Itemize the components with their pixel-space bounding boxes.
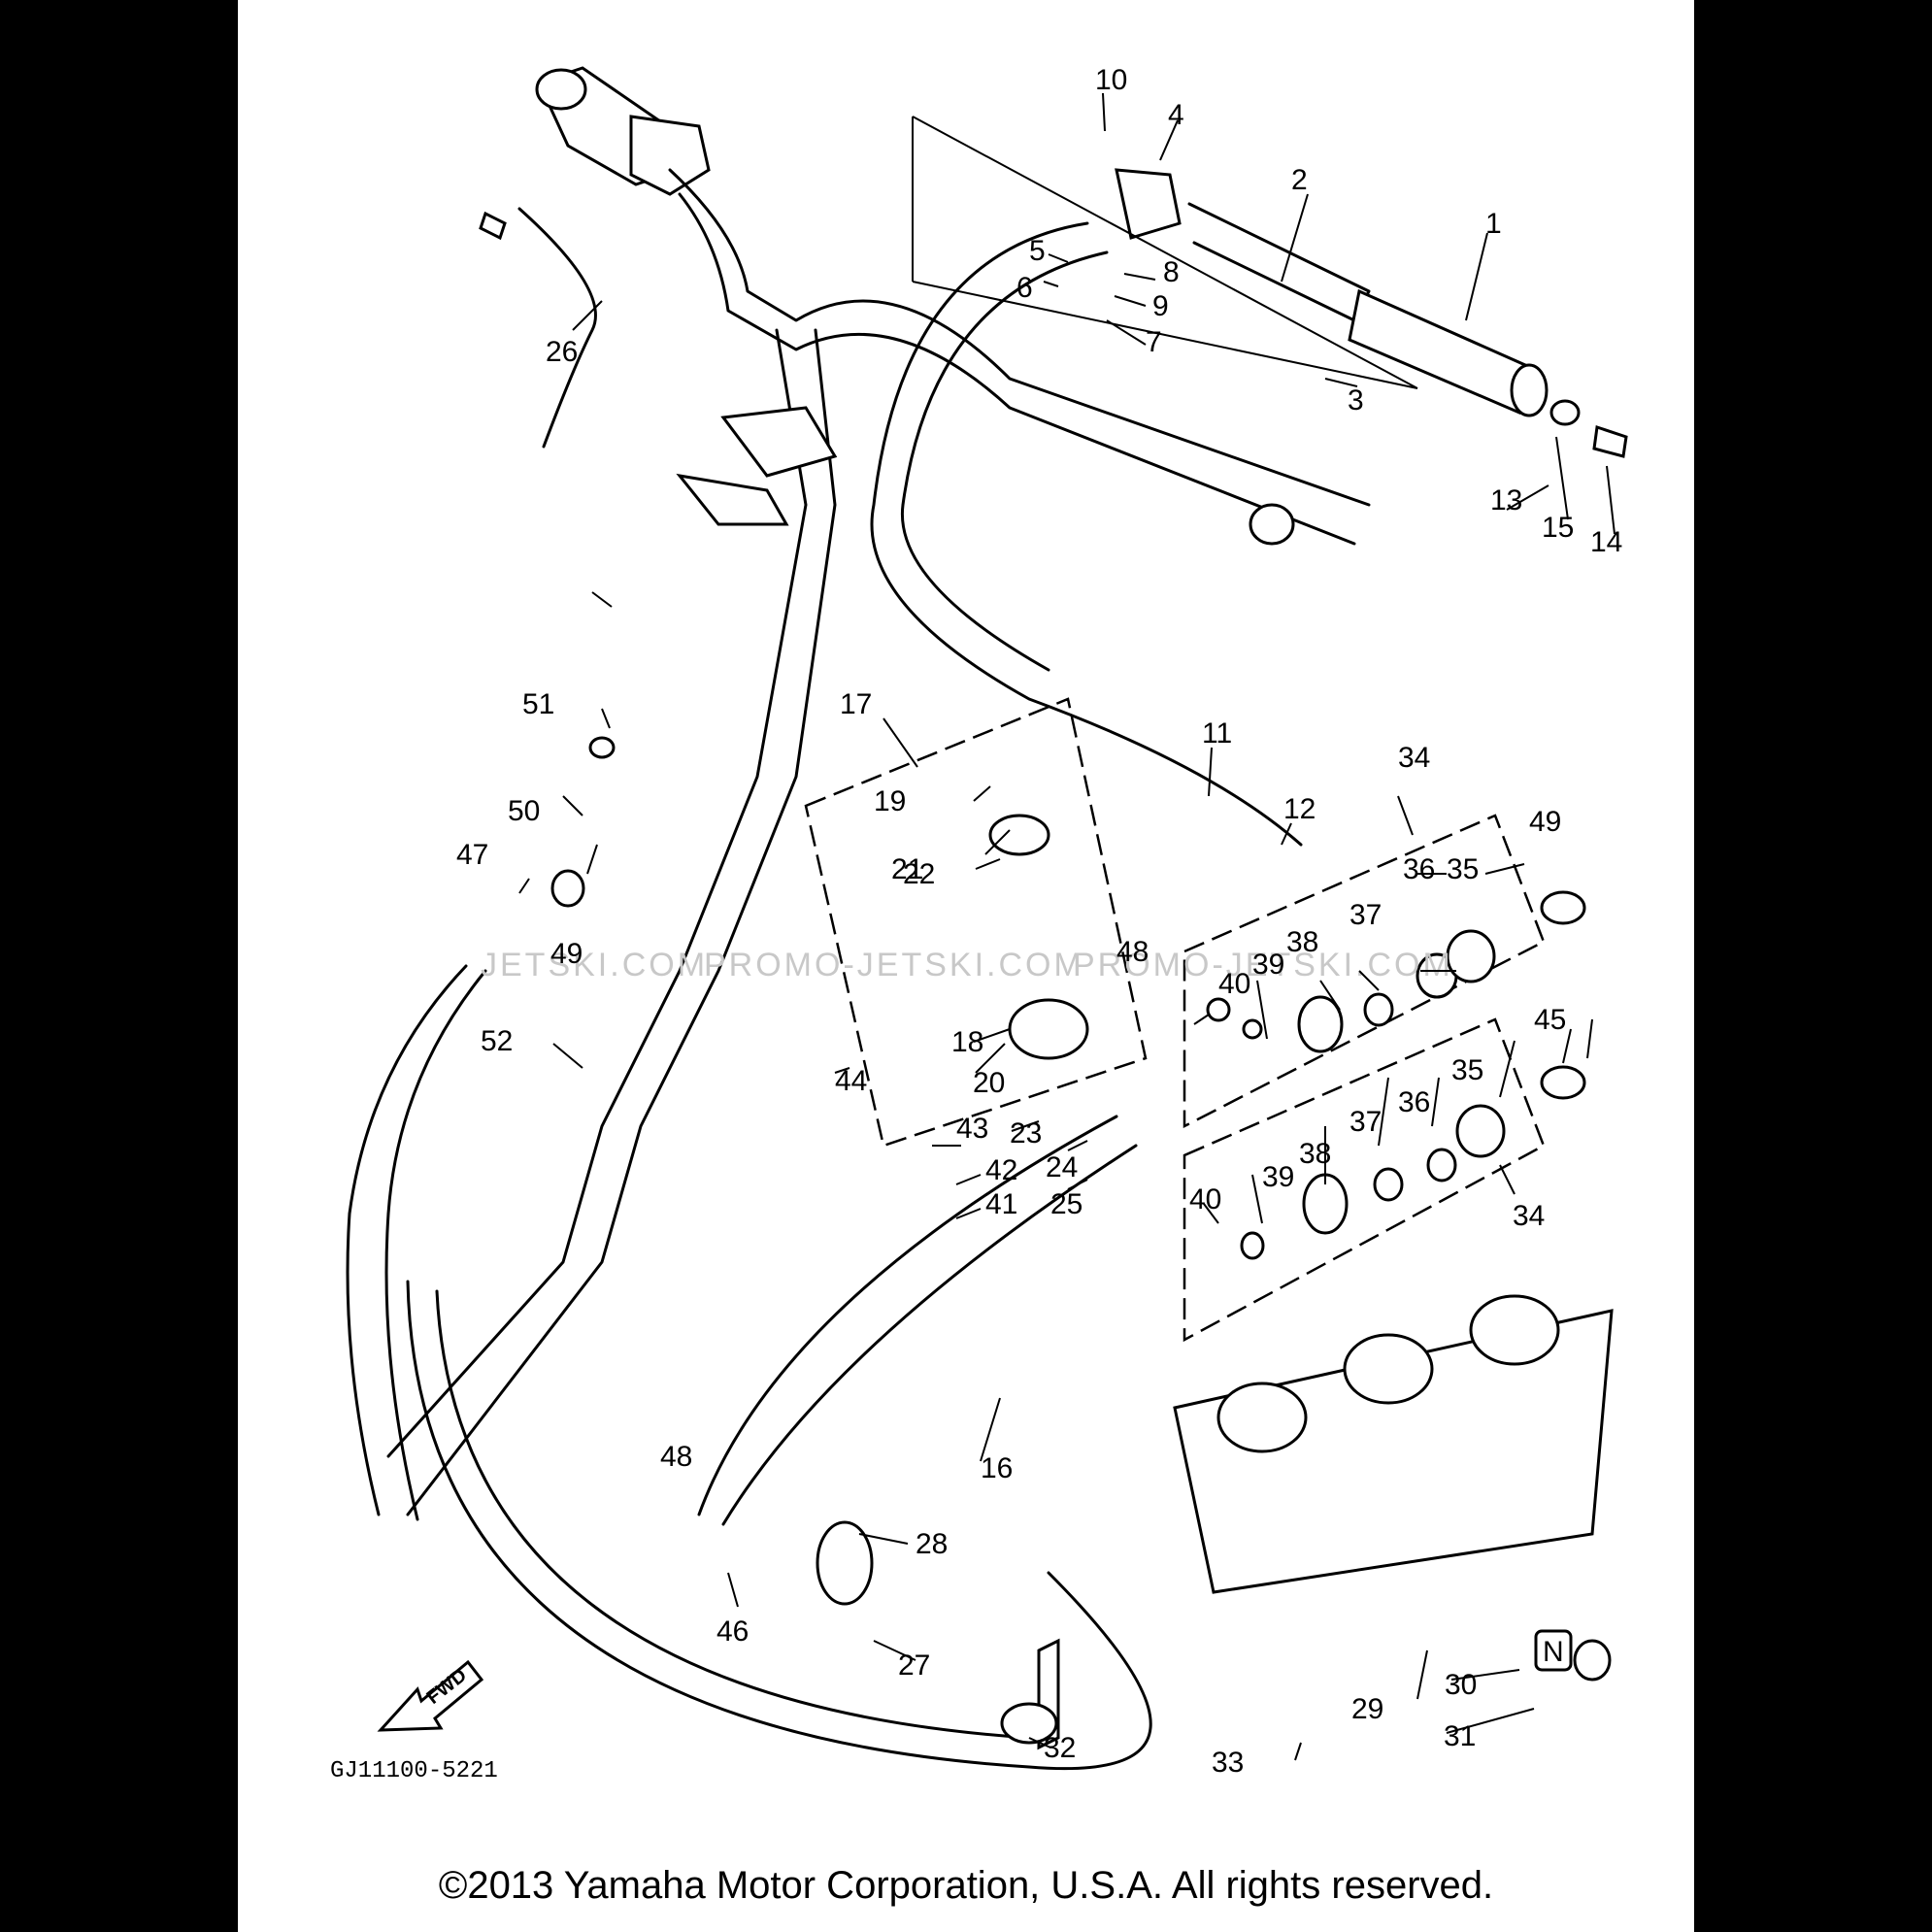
callout: 21 xyxy=(891,853,923,885)
callout: 38 xyxy=(1299,1138,1331,1170)
callout: 48 xyxy=(660,1441,692,1473)
callout: 41 xyxy=(985,1188,1017,1220)
left-grip xyxy=(535,66,711,196)
callout: 13 xyxy=(1490,484,1522,516)
callout: 36 xyxy=(1403,853,1435,885)
callout: 2 xyxy=(1291,164,1308,196)
callout: 28 xyxy=(916,1528,948,1560)
callout: 30 xyxy=(1445,1669,1477,1701)
callout: 23 xyxy=(1010,1117,1042,1149)
callout: 49 xyxy=(550,938,583,970)
callout: 37 xyxy=(1349,1106,1382,1138)
group-34-lower-outline xyxy=(1183,1017,1546,1343)
callout: 6 xyxy=(1016,272,1033,304)
callout: 32 xyxy=(1044,1732,1076,1764)
callout: 20 xyxy=(973,1067,1005,1099)
fwd-arrow: FWD xyxy=(377,1659,484,1732)
callout: 37 xyxy=(1349,899,1382,931)
handlebar xyxy=(668,168,1371,507)
callout: 52 xyxy=(481,1025,513,1057)
callout: 8 xyxy=(1163,256,1180,288)
right-grip xyxy=(1115,168,1628,458)
callout: 42 xyxy=(985,1154,1017,1186)
callout: 3 xyxy=(1348,384,1364,416)
callout: 40 xyxy=(1189,1183,1221,1216)
callout: 40 xyxy=(1218,968,1250,1000)
svg-text:N: N xyxy=(1543,1636,1564,1668)
group-17-outline xyxy=(804,697,1148,1148)
callout: 9 xyxy=(1152,290,1169,322)
callout: 5 xyxy=(1029,235,1046,267)
lower-cable-loop xyxy=(406,1280,1152,1771)
callout: 43 xyxy=(956,1113,988,1145)
callout: 38 xyxy=(1286,926,1318,958)
callout: 36 xyxy=(1398,1086,1430,1118)
callout: 39 xyxy=(1262,1161,1294,1193)
callout: 15 xyxy=(1542,512,1574,544)
callout: 17 xyxy=(840,688,872,720)
neutral-cap: N xyxy=(1534,1629,1573,1672)
callout: 1 xyxy=(1485,208,1502,240)
callout: 24 xyxy=(1046,1151,1078,1183)
group-34-upper-outline xyxy=(1183,814,1546,1129)
callout: 22 xyxy=(903,858,935,890)
callout: 47 xyxy=(456,839,488,871)
copyright-notice: ©2013 Yamaha Motor Corporation, U.S.A. A… xyxy=(438,1864,1494,1907)
callout: 26 xyxy=(546,336,578,368)
choke-cable xyxy=(346,964,468,1516)
throttle-cable xyxy=(870,221,1303,847)
callout: 44 xyxy=(835,1065,867,1097)
callout: 50 xyxy=(508,795,540,827)
callout: 33 xyxy=(1212,1747,1244,1779)
callout: 35 xyxy=(1451,1054,1483,1086)
callout: 25 xyxy=(1050,1188,1083,1220)
callout: 11 xyxy=(1202,717,1232,749)
callout: 19 xyxy=(874,785,906,817)
callout: 51 xyxy=(522,688,554,720)
callout: 14 xyxy=(1590,526,1622,558)
callout: 39 xyxy=(1252,949,1284,981)
callout: 16 xyxy=(981,1452,1013,1484)
watermark: JETSKI.COM xyxy=(481,947,708,983)
callout: 31 xyxy=(1444,1720,1476,1752)
callout: 34 xyxy=(1513,1200,1545,1232)
watermark: PROMO-JETSKI.COM xyxy=(704,947,1084,983)
callout: 29 xyxy=(1351,1693,1383,1725)
callout: 7 xyxy=(1146,326,1162,358)
steering-column xyxy=(386,328,808,1458)
callout: 45 xyxy=(1534,1004,1566,1036)
callout: 18 xyxy=(951,1026,983,1058)
callout: 12 xyxy=(1283,793,1316,825)
callout: 35 xyxy=(1447,853,1479,885)
drawing-code: GJ11100-5221 xyxy=(330,1758,498,1784)
callout: 48 xyxy=(1116,936,1149,968)
callout: 46 xyxy=(716,1616,749,1648)
callout: 27 xyxy=(898,1649,930,1682)
watermark: PROMO-JETSKI.COM xyxy=(1073,947,1453,983)
callout: 34 xyxy=(1398,742,1430,774)
callout: 4 xyxy=(1168,99,1184,131)
carburetor-assembly xyxy=(1173,1294,1614,1594)
callout: 49 xyxy=(1529,806,1561,838)
callout: 10 xyxy=(1095,64,1127,96)
